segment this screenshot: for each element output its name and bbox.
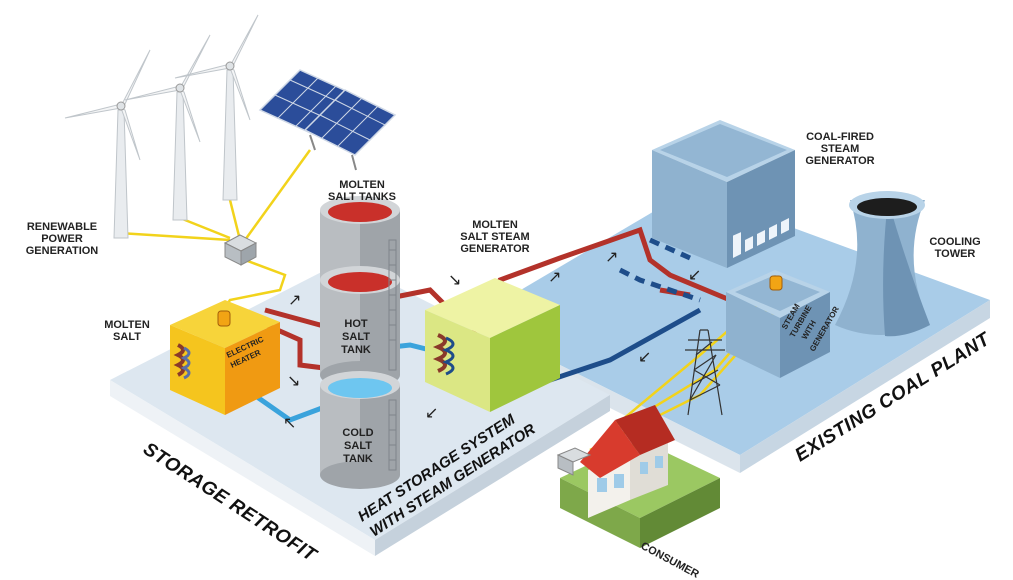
- svg-text:TOWER: TOWER: [935, 248, 976, 260]
- svg-text:SALT: SALT: [113, 331, 141, 343]
- label-consumer: CONSUMER: [639, 540, 701, 580]
- coal-fired-steam-generator: [652, 120, 795, 268]
- svg-text:STEAM: STEAM: [821, 143, 860, 155]
- label-molten-salt-steam-generator: MOLTEN SALT STEAM GENERATOR: [460, 219, 529, 255]
- arrow-icon: ↙: [688, 265, 701, 284]
- svg-text:MOLTEN: MOLTEN: [472, 219, 518, 231]
- arrow-icon: ↙: [638, 347, 651, 366]
- svg-text:COOLING: COOLING: [929, 236, 980, 248]
- electric-heater: [170, 300, 280, 415]
- svg-text:MOLTEN: MOLTEN: [339, 179, 385, 191]
- house-icon: [556, 405, 720, 548]
- svg-text:TANK: TANK: [341, 344, 371, 356]
- arrow-icon: ↗: [288, 290, 301, 309]
- svg-text:COLD: COLD: [342, 427, 373, 439]
- arrow-icon: ↗: [548, 267, 561, 286]
- svg-text:MOLTEN: MOLTEN: [104, 319, 150, 331]
- svg-text:COAL-FIRED: COAL-FIRED: [806, 131, 874, 143]
- junction-box: [223, 234, 258, 266]
- wind-turbine-icon: [64, 49, 151, 239]
- label-cold-salt-tank: COLD SALT TANK: [342, 427, 373, 465]
- svg-text:POWER: POWER: [41, 233, 83, 245]
- arrow-icon: ↘: [448, 270, 461, 289]
- wind-turbine-icon: [174, 14, 259, 201]
- svg-text:SALT: SALT: [342, 331, 370, 343]
- svg-text:TANK: TANK: [343, 453, 373, 465]
- cooling-tower: [835, 191, 930, 337]
- arrow-icon: ↖: [283, 413, 296, 432]
- wind-turbine-icon: [124, 34, 211, 221]
- transmission-tower-icon: [685, 329, 725, 416]
- hot-salt-tank: [320, 196, 400, 389]
- solar-panel-icon: [303, 89, 397, 171]
- label-molten-salt: MOLTEN SALT: [104, 319, 150, 343]
- cold-salt-tank: [320, 371, 400, 489]
- flow-arrows: ↗ ↘ ↖ ↘ ↙ ↗ ↗ ↙ ↙: [283, 247, 701, 432]
- molten-salt-steam-generator: [425, 278, 560, 412]
- arrow-icon: ↘: [287, 371, 300, 390]
- label-renewable-power-generation: RENEWABLE POWER GENERATION: [26, 221, 99, 257]
- svg-text:GENERATOR: GENERATOR: [460, 243, 529, 255]
- arrow-icon: ↙: [425, 403, 438, 422]
- svg-text:SALT: SALT: [344, 440, 372, 452]
- svg-text:SALT TANKS: SALT TANKS: [328, 191, 396, 203]
- svg-text:HOT: HOT: [344, 318, 368, 330]
- label-molten-salt-tanks: MOLTEN SALT TANKS: [328, 179, 396, 203]
- svg-text:SALT STEAM: SALT STEAM: [460, 231, 529, 243]
- arrow-icon: ↗: [605, 247, 618, 266]
- svg-text:GENERATOR: GENERATOR: [805, 155, 874, 167]
- svg-text:GENERATION: GENERATION: [26, 245, 99, 257]
- svg-text:RENEWABLE: RENEWABLE: [27, 221, 97, 233]
- steam-turbine: [726, 270, 830, 378]
- label-cooling-tower: COOLING TOWER: [929, 236, 980, 260]
- label-coal-fired-steam-generator: COAL-FIRED STEAM GENERATOR: [805, 131, 874, 167]
- label-hot-salt-tank: HOT SALT TANK: [341, 318, 371, 356]
